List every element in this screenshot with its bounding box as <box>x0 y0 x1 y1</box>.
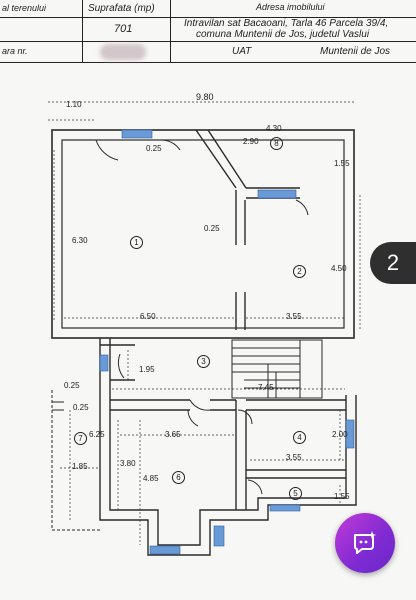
dim-label: 3.55 <box>286 453 302 462</box>
dim-label: 6.50 <box>140 312 156 321</box>
col1-header: al terenului <box>2 3 47 13</box>
room-marker: 6 <box>172 471 185 484</box>
floor-plan-drawing <box>48 101 361 556</box>
dim-label: 1.10 <box>66 100 82 109</box>
dim-label: 2.90 <box>243 137 259 146</box>
room-marker: 4 <box>293 431 306 444</box>
dim-label: 1.55 <box>334 492 350 501</box>
dim-label: 3.80 <box>120 459 136 468</box>
room-marker: 7 <box>74 432 87 445</box>
page-number-badge: 2 <box>370 242 416 284</box>
dim-label: 6.30 <box>72 236 88 245</box>
room-marker: 8 <box>270 137 283 150</box>
dim-label: 6.25 <box>89 430 105 439</box>
dim-label: 0.25 <box>64 381 80 390</box>
chat-sparkle-icon <box>354 531 376 554</box>
room-marker: 5 <box>289 487 302 500</box>
area-header: Suprafata (mp) <box>88 3 155 14</box>
area-value: 701 <box>114 23 133 35</box>
dim-label: 9.80 <box>196 92 214 102</box>
dim-label: 1.85 <box>72 462 88 471</box>
dim-label: 0.25 <box>204 224 220 233</box>
dim-label: 0.25 <box>73 403 89 412</box>
dim-label: 7.45 <box>258 383 274 392</box>
dim-label: 3.55 <box>286 312 302 321</box>
address-line-1: Intravilan sat Bacaoani, Tarla 46 Parcel… <box>184 18 389 29</box>
redacted-value <box>100 44 146 60</box>
room-marker: 2 <box>293 265 306 278</box>
row3-left-label: ara nr. <box>2 46 28 56</box>
dim-label: 2.00 <box>332 430 348 439</box>
address-header: Adresa imobilului <box>256 2 325 12</box>
uat-label: UAT <box>232 46 252 57</box>
dim-label: 0.25 <box>146 144 162 153</box>
room-marker: 1 <box>130 236 143 249</box>
dim-label: 4.50 <box>331 264 347 273</box>
dim-label: 1.55 <box>334 159 350 168</box>
dim-label: 4.85 <box>143 474 159 483</box>
dim-label: 4.30 <box>266 124 282 133</box>
dim-label: 1.95 <box>139 365 155 374</box>
uat-value: Muntenii de Jos <box>320 46 391 57</box>
dim-label: 3.65 <box>165 430 181 439</box>
address-line-2: comuna Muntenii de Jos, judetul Vaslui <box>196 29 370 40</box>
room-marker: 3 <box>197 355 210 368</box>
chat-assistant-button[interactable] <box>335 513 395 573</box>
header-table: al terenului Suprafata (mp) Adresa imobi… <box>0 0 416 63</box>
